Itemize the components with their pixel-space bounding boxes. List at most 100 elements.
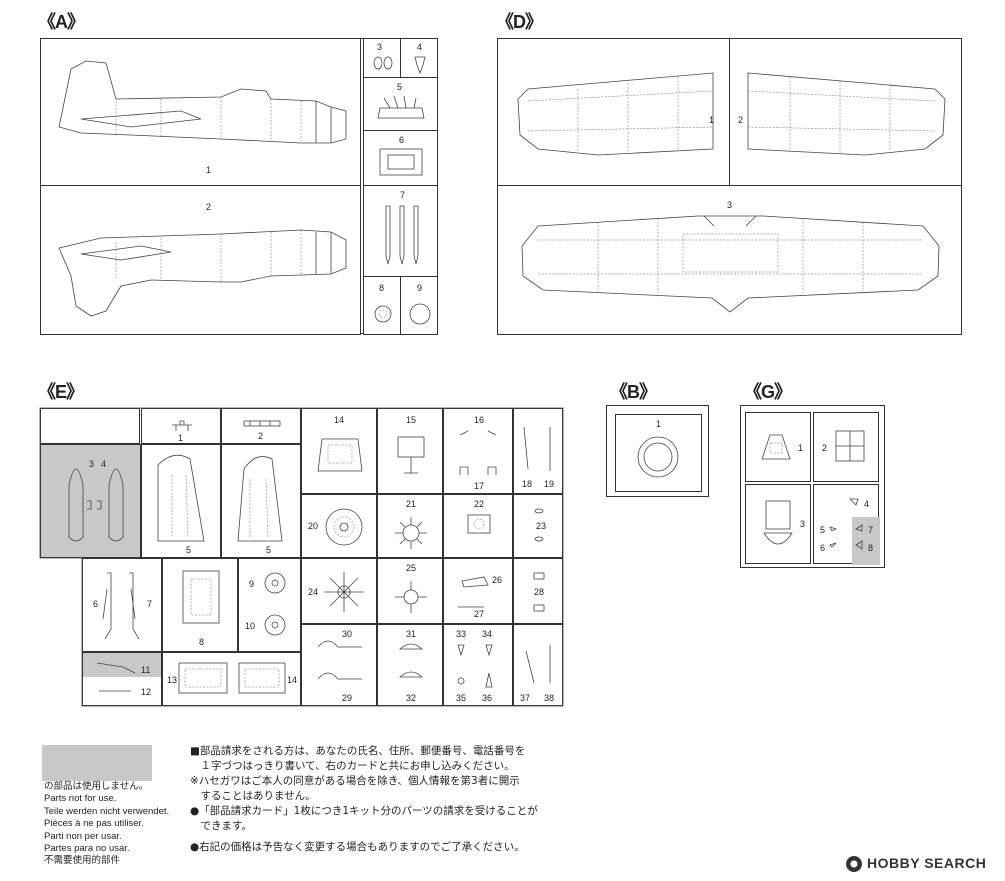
tree-b-frame: 1 [606,405,709,497]
tree-a-cell-8: 8 [363,276,401,335]
part-label: 15 [406,415,417,425]
tree-e-title: 《E》 [38,382,84,402]
tree-b-title: 《B》 [610,382,657,402]
tree-e-cell-27-28: 26 27 [443,558,513,624]
tree-e-cell-5a: 5 [141,444,221,558]
tree-a-cell-6: 6 [363,130,438,186]
hobby-search-logo-icon [846,856,862,872]
part-30-31-drawing [317,640,362,680]
note-line: １字づつはっきり書いて、右のカードと共にお申し込みください。 [190,760,515,772]
part-8-drawing [374,305,392,323]
part-label: 30 [342,629,353,639]
part-label: 29 [342,693,353,703]
part-13-14-drawing [178,662,286,694]
part-21-drawing [325,508,363,546]
part-label: 7 [147,599,153,609]
legend-line-es: Partes para no usar. [44,843,130,854]
tree-a-frame: 1 2 3 4 5 6 7 [40,38,438,335]
part-label: 1 [798,443,804,453]
part-label: 2 [822,443,828,453]
part-11-12-drawing [96,662,136,692]
part-34-37-drawing [457,644,493,688]
part-15-drawing [317,438,363,472]
tree-e-cell-6-7: 6 7 [82,558,162,652]
part-label: 3 [89,459,95,469]
tree-e-frame: 1 2 3 4 5 5 14 [39,407,570,708]
part-label: 22 [474,499,485,509]
part-label: 1 [656,419,662,429]
part-label: 13 [167,675,178,685]
part-label: 6 [820,543,826,553]
tree-e-cell-25: 24 [301,558,377,624]
part-label: 14 [334,415,345,425]
part-g2-drawing [835,430,865,462]
part-label: 27 [474,609,485,619]
tree-e-cell-38-39: 37 38 [513,624,563,706]
part-3-drawing [373,56,393,70]
tree-e-cell-1: 1 [141,408,221,444]
tree-b-cell-1: 1 [615,414,702,492]
drop-tank-drawing [68,468,124,542]
note-line: できます。 [190,820,252,832]
landing-gear-drawing [102,572,140,640]
part-label: 20 [308,521,319,531]
part-26-drawing [395,581,427,613]
tree-e-cell-2: 2 [221,408,301,444]
part-label: 1 [206,165,212,175]
part-label: 28 [534,587,545,597]
part-g3-drawing [763,500,793,545]
part-label: 18 [522,479,533,489]
legend-line-en: Parts not for use. [44,793,117,805]
tree-e-cell-22: 21 [377,494,443,558]
part-4-drawing [414,56,426,75]
tree-e-cell-34-37: 33 34 35 36 [443,624,513,706]
part-label: 1 [709,115,715,125]
tree-e-cell-24: 23 [513,494,563,558]
wheel-drawing [264,572,286,636]
part-label: 36 [482,693,493,703]
part-label: 4 [417,42,423,52]
tree-a-cell-3: 3 [363,38,401,78]
part-label: 4 [864,499,870,509]
part-label: 12 [141,687,152,697]
tree-e-cell-5b: 5 [221,444,301,558]
tree-e-cell-9-10: 9 10 [238,558,301,652]
tree-e-cell-32-33: 31 32 [377,624,443,706]
tree-e-runner-lines [39,407,564,707]
tree-e-cell-blank [40,408,140,444]
part-9-drawing [409,303,431,325]
part-5-drawing [377,95,425,119]
wing-upper-right-drawing [747,72,946,156]
part-7-8-not-used-shade [852,517,880,565]
part-label: 4 [101,459,107,469]
tree-a-cell-fuselage-left: 1 [40,38,361,186]
note-line: ■部品請求をされる方は、あなたの氏名、住所、郵便番号、電話番号を [190,745,526,757]
part-label: 2 [738,115,744,125]
tree-a-cell-9: 9 [400,276,438,335]
part-label: 38 [544,693,555,703]
tree-e-cell-30-31: 30 29 [301,624,377,706]
tree-e-cell-11-12: 11 12 [82,652,162,706]
part-label: 7 [400,190,406,200]
fuselage-right-drawing [58,229,347,317]
tree-g-cell-1: 1 [745,412,811,482]
tree-a-cell-5: 5 [363,77,438,131]
tree-e-cell-23: 22 [443,494,513,558]
part-29-drawing [533,572,545,612]
tree-d-cell-3: 3 [497,185,962,335]
legend-line-fr: Pièces à ne pas utiliser. [44,818,144,830]
tree-d-frame: 1 2 3 [497,38,962,335]
part-label: 9 [249,579,255,589]
part-label: 19 [544,479,555,489]
part-23-drawing [467,514,491,534]
part-32-33-drawing [398,643,424,678]
watermark-text: HOBBY SEARCH [867,855,987,871]
tree-e-cell-15: 14 [301,408,377,494]
tree-a-cell-7: 7 [363,185,438,277]
tree-e-cell-17-18: 16 17 [443,408,513,494]
tree-e-cell-29: 28 [513,558,563,624]
part-label: 37 [520,693,531,703]
part-label: 2 [206,202,212,212]
part-24-drawing [534,508,544,542]
tree-g-cell-2: 2 [813,412,879,482]
